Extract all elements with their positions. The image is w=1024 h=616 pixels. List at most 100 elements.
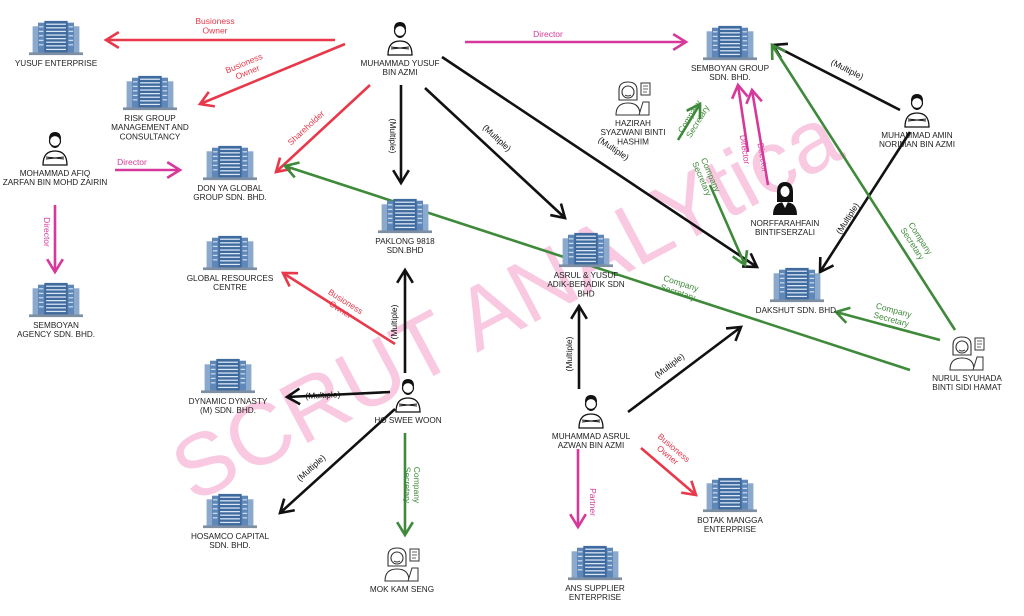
edge-arrowhead (731, 249, 749, 268)
edge-line (770, 44, 957, 331)
relationship-edge: Director (115, 157, 183, 179)
relationship-edge: (Multiple) (389, 267, 414, 373)
edge-label: Director (756, 142, 771, 173)
relationship-edge: BusionessOwner (280, 271, 396, 346)
edge-arrowhead (284, 387, 301, 406)
edge-line (275, 84, 371, 173)
relationship-edge: Director (745, 87, 771, 186)
person-icon (904, 93, 930, 128)
edge-label: Director (738, 134, 752, 165)
person-node: MOK KAM SENG (370, 547, 434, 594)
edge-line (284, 164, 911, 372)
edge-label: Director (533, 29, 563, 39)
edge-arrowhead (396, 267, 414, 284)
node-label: YUSUF ENTERPRISE (15, 59, 98, 68)
relationship-edge: Partner (569, 449, 598, 530)
company-node: DYNAMIC DYNASTY(M) SDN. BHD. (189, 358, 268, 415)
node-label: DAKSHUT SDN. BHD. (756, 306, 839, 315)
edge-line (199, 42, 346, 106)
edge-arrowhead (166, 161, 183, 179)
edge-label: Director (117, 157, 147, 167)
relationship-edge: Director (730, 82, 752, 165)
relationship-edge: (Multiple) (388, 85, 410, 186)
edge-arrowhead (392, 169, 410, 186)
edge-label: (Multiple) (564, 336, 574, 371)
relationship-edge: CompanySecretary (676, 98, 712, 141)
person-with-desk-icon (949, 336, 985, 371)
edge-arrowhead (570, 303, 588, 320)
edge-label: BusionessOwner (321, 287, 365, 324)
edge-label: CompanySecretary (676, 98, 712, 140)
edge-label: (Multiple) (481, 122, 514, 153)
person-with-desk-icon (615, 81, 651, 116)
building-icon (29, 20, 83, 56)
building-icon (203, 145, 257, 181)
edge-line (640, 447, 697, 496)
person-with-desk-icon (384, 547, 420, 582)
edge-line (750, 89, 770, 186)
edge-label: Director (42, 217, 52, 247)
person-icon (387, 21, 413, 56)
edge-line (772, 43, 901, 112)
building-icon (203, 235, 257, 271)
edge-arrowhead (274, 157, 291, 174)
edge-arrowhead (833, 306, 851, 324)
edge-arrowhead (569, 513, 587, 530)
relationship-edge: CompanySecretary (396, 433, 422, 538)
edge-line (676, 103, 702, 141)
node-label: MOK KAM SENG (370, 585, 434, 594)
edge-label: CompanySecretary (659, 273, 700, 303)
person-icon (42, 131, 68, 166)
edge-arrowhead (278, 498, 295, 515)
node-label: DYNAMIC DYNASTY(M) SDN. BHD. (189, 397, 268, 415)
company-node: YUSUF ENTERPRISE (15, 20, 98, 68)
edge-arrowhead (686, 101, 702, 120)
edge-label: BusionessOwner (650, 431, 692, 471)
edge-line (708, 184, 747, 266)
edge-arrowhead (818, 256, 835, 275)
edge-arrowhead (680, 480, 698, 497)
edge-arrowhead (770, 42, 787, 61)
edge-label: CompanySecretary (898, 220, 934, 262)
building-icon (703, 25, 757, 61)
building-icon (123, 75, 177, 111)
edge-arrowhead (103, 31, 120, 49)
edge-arrowhead (46, 258, 64, 275)
building-icon (568, 545, 622, 581)
edge-label: (Multiple) (652, 351, 686, 380)
edge-label: (Multiple) (305, 389, 341, 401)
relationship-edge: BusionessOwner (197, 42, 346, 108)
relationship-edge: Director (465, 29, 689, 51)
edge-arrowhead (741, 252, 760, 269)
